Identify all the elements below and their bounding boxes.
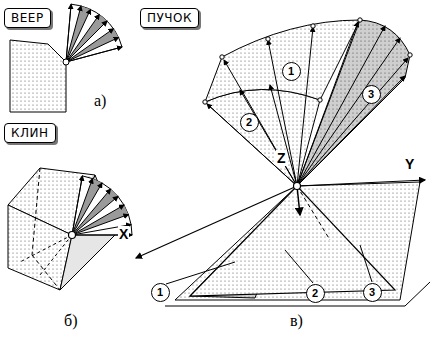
axis-label: Z — [276, 150, 287, 166]
panel-title-box: ВЕЕР — [4, 8, 51, 28]
panel-title: КЛИН — [11, 126, 49, 140]
callout-text: 3 — [368, 88, 374, 100]
axis-label: X — [118, 226, 129, 242]
panel-title: ПУЧОК — [147, 11, 192, 25]
axis-label: Y — [404, 156, 415, 172]
callout-text: 1 — [288, 65, 294, 77]
callout-text: 3 — [369, 286, 375, 298]
panel-title: ВЕЕР — [11, 11, 44, 25]
callout-number: 1 — [151, 283, 170, 302]
panel-letter: б) — [64, 312, 77, 330]
callout-number: 2 — [306, 284, 325, 303]
callout-text: 2 — [246, 116, 252, 128]
panel-letter: в) — [290, 312, 303, 330]
callout-text: 2 — [312, 287, 318, 299]
callout-number: 3 — [363, 283, 382, 302]
panel-title-box: КЛИН — [4, 123, 56, 143]
callout-number: 2 — [240, 113, 259, 132]
callout-number: 3 — [362, 85, 381, 104]
callout-text: 1 — [157, 286, 163, 298]
panel-letter: а) — [94, 92, 106, 110]
callout-number: 1 — [282, 62, 301, 81]
panel-title-box: ПУЧОК — [140, 8, 199, 28]
